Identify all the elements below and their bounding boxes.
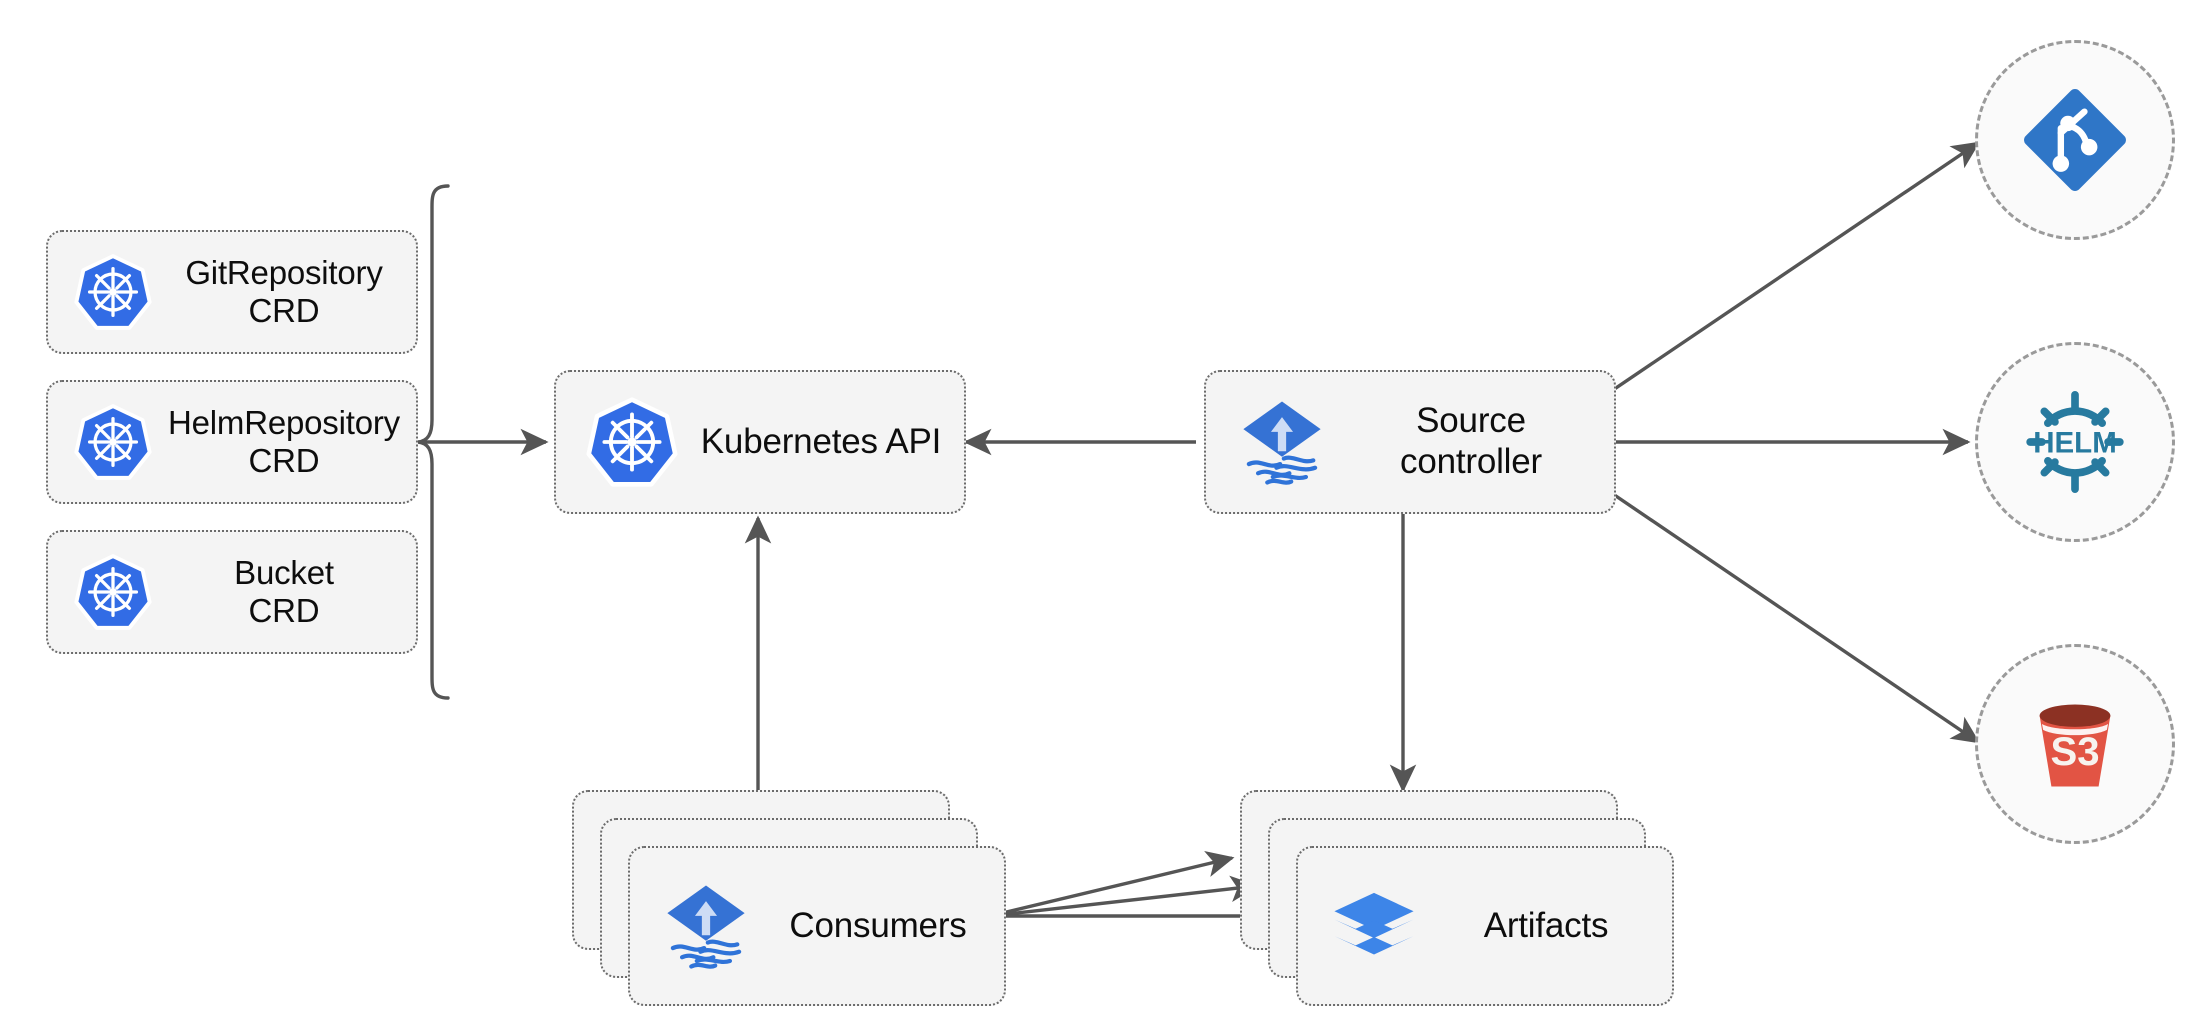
s3-source-node[interactable]: S3 <box>1975 644 2175 844</box>
kubernetes-api-label: Kubernetes API <box>700 421 942 461</box>
gitrepository-crd-label: GitRepository CRD <box>185 253 383 329</box>
layers-icon <box>1328 880 1420 972</box>
flux-icon <box>660 880 752 972</box>
edge-consumers-to-artifacts-1 <box>989 851 1235 918</box>
helm-source-node[interactable]: HELM <box>1975 342 2175 542</box>
s3-wordmark: S3 <box>2050 729 2099 774</box>
consumers-label: Consumers <box>789 905 967 945</box>
kubernetes-icon <box>586 396 678 488</box>
kubernetes-icon <box>74 253 152 331</box>
git-icon <box>2016 81 2134 199</box>
helmrepository-crd-label: HelmRepository CRD <box>168 403 400 479</box>
crd-group-brace <box>417 184 450 700</box>
edge-source-controller-to-s3 <box>1609 490 1981 744</box>
helmrepository-crd-node[interactable]: HelmRepository CRD <box>46 380 418 504</box>
helm-icon: HELM <box>2016 383 2134 501</box>
s3-bucket-icon: S3 <box>2016 685 2134 803</box>
kubernetes-api-node[interactable]: Kubernetes API <box>554 370 966 514</box>
kubernetes-icon <box>74 403 152 481</box>
edge-consumers-to-artifacts-2 <box>989 875 1259 918</box>
flux-icon <box>1236 396 1328 488</box>
artifacts-label: Artifacts <box>1483 905 1609 945</box>
source-controller-label: Source controller <box>1400 401 1542 481</box>
source-controller-node[interactable]: Source controller <box>1204 370 1616 514</box>
edge-source-controller-to-git <box>1609 141 1981 394</box>
gitrepository-crd-node[interactable]: GitRepository CRD <box>46 230 418 354</box>
bucket-crd-node[interactable]: Bucket CRD <box>46 530 418 654</box>
artifacts-node[interactable]: Artifacts <box>1296 846 1674 1006</box>
bucket-crd-label: Bucket CRD <box>234 553 334 629</box>
consumers-node[interactable]: Consumers <box>628 846 1006 1006</box>
helm-wordmark: HELM <box>2033 427 2117 460</box>
kubernetes-icon <box>74 553 152 631</box>
git-source-node[interactable] <box>1975 40 2175 240</box>
